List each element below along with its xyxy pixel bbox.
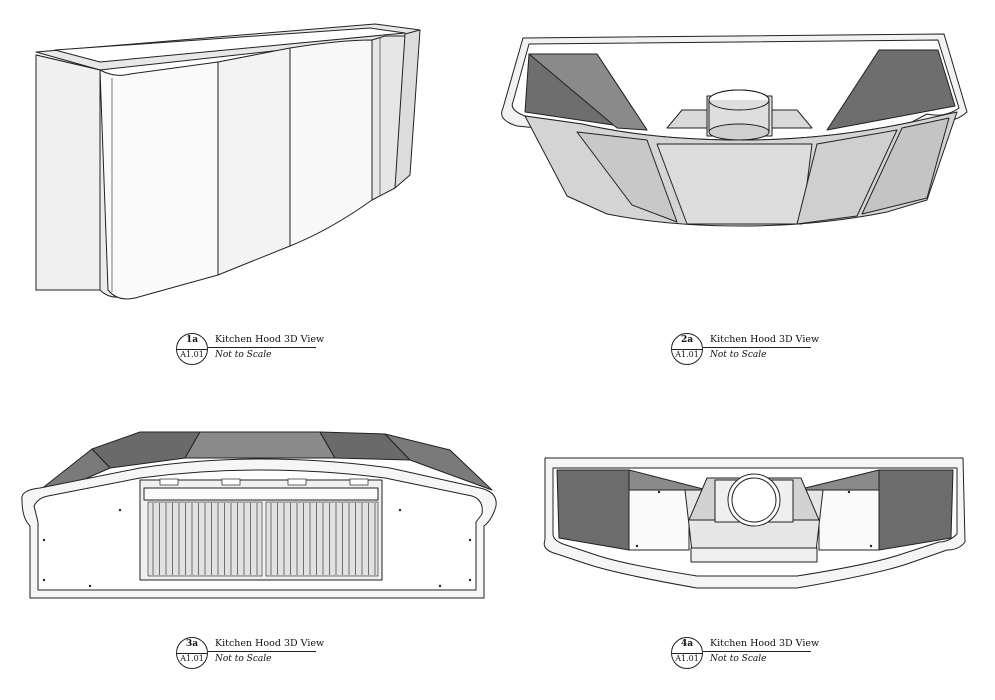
view-bubble: 1a A1.01 <box>176 333 208 365</box>
drawing-tag-4a: 4a A1.01 Kitchen Hood 3D View Not to Sca… <box>671 637 819 673</box>
view-4a: 4a A1.01 Kitchen Hood 3D View Not to Sca… <box>497 350 995 700</box>
sheet-number: A1.01 <box>675 654 699 663</box>
sheet-number: A1.01 <box>180 654 204 663</box>
view-bubble: 3a A1.01 <box>176 637 208 669</box>
view-number: 3a <box>185 639 199 649</box>
view-scale: Not to Scale <box>710 350 767 360</box>
view-number: 1a <box>185 335 199 345</box>
title-underline <box>703 347 811 348</box>
view-bubble: 4a A1.01 <box>671 637 703 669</box>
view-title: Kitchen Hood 3D View <box>710 638 820 649</box>
sheet-number: A1.01 <box>180 350 204 359</box>
bubble-divider <box>177 653 207 654</box>
view-2a: 2a A1.01 Kitchen Hood 3D View Not to Sca… <box>497 0 995 365</box>
title-underline <box>703 651 811 652</box>
drawing-tag-3a: 3a A1.01 Kitchen Hood 3D View Not to Sca… <box>176 637 324 673</box>
title-underline <box>208 651 316 652</box>
view-1a: 1a A1.01 Kitchen Hood 3D View Not to Sca… <box>0 0 497 365</box>
drawing-tag-1a: 1a A1.01 Kitchen Hood 3D View Not to Sca… <box>176 333 324 369</box>
view-title: Kitchen Hood 3D View <box>215 638 325 649</box>
hood-drawing-1a <box>35 23 421 300</box>
bubble-divider <box>672 653 702 654</box>
sheet-number: A1.01 <box>675 350 699 359</box>
hood-drawing-3a <box>21 431 497 599</box>
view-number: 4a <box>680 639 694 649</box>
view-number: 2a <box>680 335 694 345</box>
bubble-divider <box>177 349 207 350</box>
drawing-tag-2a: 2a A1.01 Kitchen Hood 3D View Not to Sca… <box>671 333 819 369</box>
title-underline <box>208 347 316 348</box>
view-scale: Not to Scale <box>710 654 767 664</box>
bubble-divider <box>672 349 702 350</box>
view-scale: Not to Scale <box>215 654 272 664</box>
hood-drawing-4a <box>543 457 966 589</box>
view-title: Kitchen Hood 3D View <box>215 334 325 345</box>
view-3a: 3a A1.01 Kitchen Hood 3D View Not to Sca… <box>0 350 497 700</box>
view-scale: Not to Scale <box>215 350 272 360</box>
view-bubble: 2a A1.01 <box>671 333 703 365</box>
hood-drawing-2a <box>501 33 968 227</box>
view-title: Kitchen Hood 3D View <box>710 334 820 345</box>
